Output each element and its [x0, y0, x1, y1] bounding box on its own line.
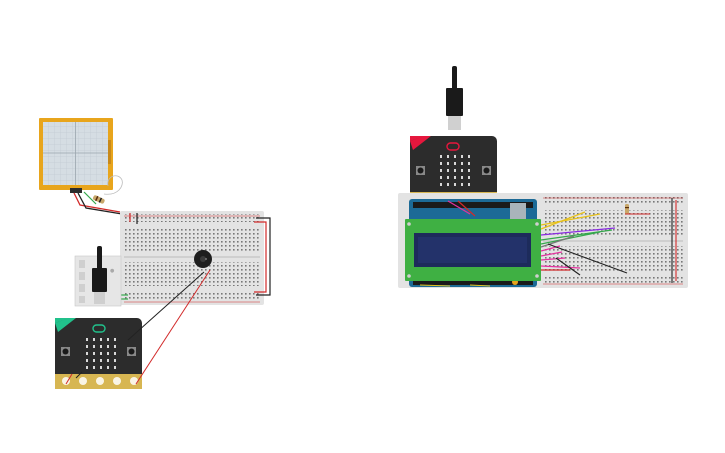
button-icon[interactable] [61, 347, 70, 356]
small-board-wires [121, 213, 271, 300]
sensor-leads [73, 175, 123, 215]
led-matrix-icon [440, 155, 470, 186]
microbit[interactable] [55, 318, 142, 389]
resistor[interactable] [92, 195, 105, 205]
svg-text:●: ● [110, 268, 115, 274]
button-icon[interactable] [482, 166, 491, 175]
usb-plug-icon [92, 246, 107, 304]
pressure-sensor[interactable] [39, 118, 113, 193]
usb-plug-icon [446, 66, 463, 130]
resistor[interactable] [625, 204, 629, 214]
button-icon[interactable] [127, 347, 136, 356]
right-circuit [398, 66, 688, 288]
right-wires [419, 198, 677, 287]
led-matrix-icon [86, 338, 116, 369]
left-circuit: ● [39, 118, 271, 389]
microbit-wires [65, 269, 211, 385]
button-icon[interactable] [416, 166, 425, 175]
lcd-16x2[interactable] [405, 219, 541, 281]
piezo-buzzer[interactable] [194, 250, 212, 268]
breadboard-small[interactable] [120, 211, 264, 305]
